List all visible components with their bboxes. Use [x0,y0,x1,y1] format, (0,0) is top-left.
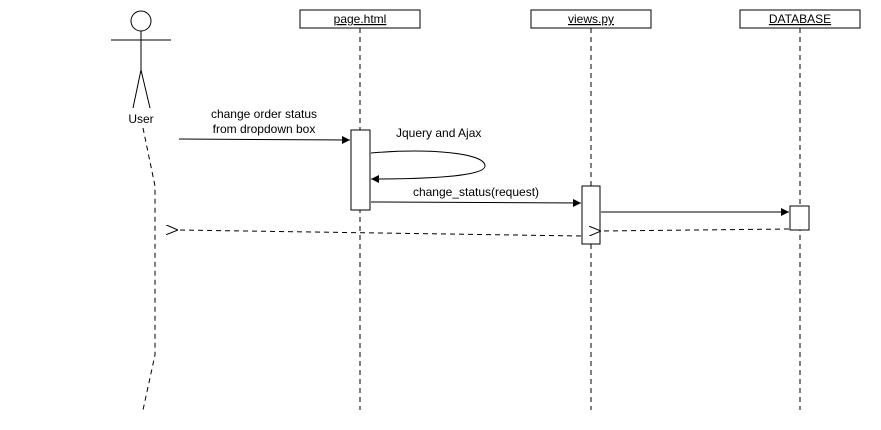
message-change-status-line2: from dropdown box [213,122,316,136]
self-call-jquery-ajax-arrow [370,150,486,183]
return-views-to-user-arrow [178,230,582,237]
message-change-status-request-label: change_status(request) [413,185,539,199]
user-actor-label: User [128,112,153,126]
database-activation [789,205,810,231]
return-database-to-views-arrow [601,229,790,231]
user-lifeline [142,127,156,411]
user-actor-right-leg [140,69,151,109]
database-label: DATABASE [769,12,831,26]
views-py-label: views.py [568,12,614,26]
page-html-activation [350,129,371,211]
user-actor-left-leg [132,69,142,109]
page-html-label: page.html [334,12,387,26]
user-actor [111,10,171,109]
user-actor-head [130,10,152,32]
message-change-status-line1: change order status [211,107,317,121]
views-py-activation [581,185,601,245]
message-jquery-ajax-label: Jquery and Ajax [396,126,481,140]
message-user-to-page-arrow [178,135,351,144]
message-page-to-views-arrow [370,198,582,207]
